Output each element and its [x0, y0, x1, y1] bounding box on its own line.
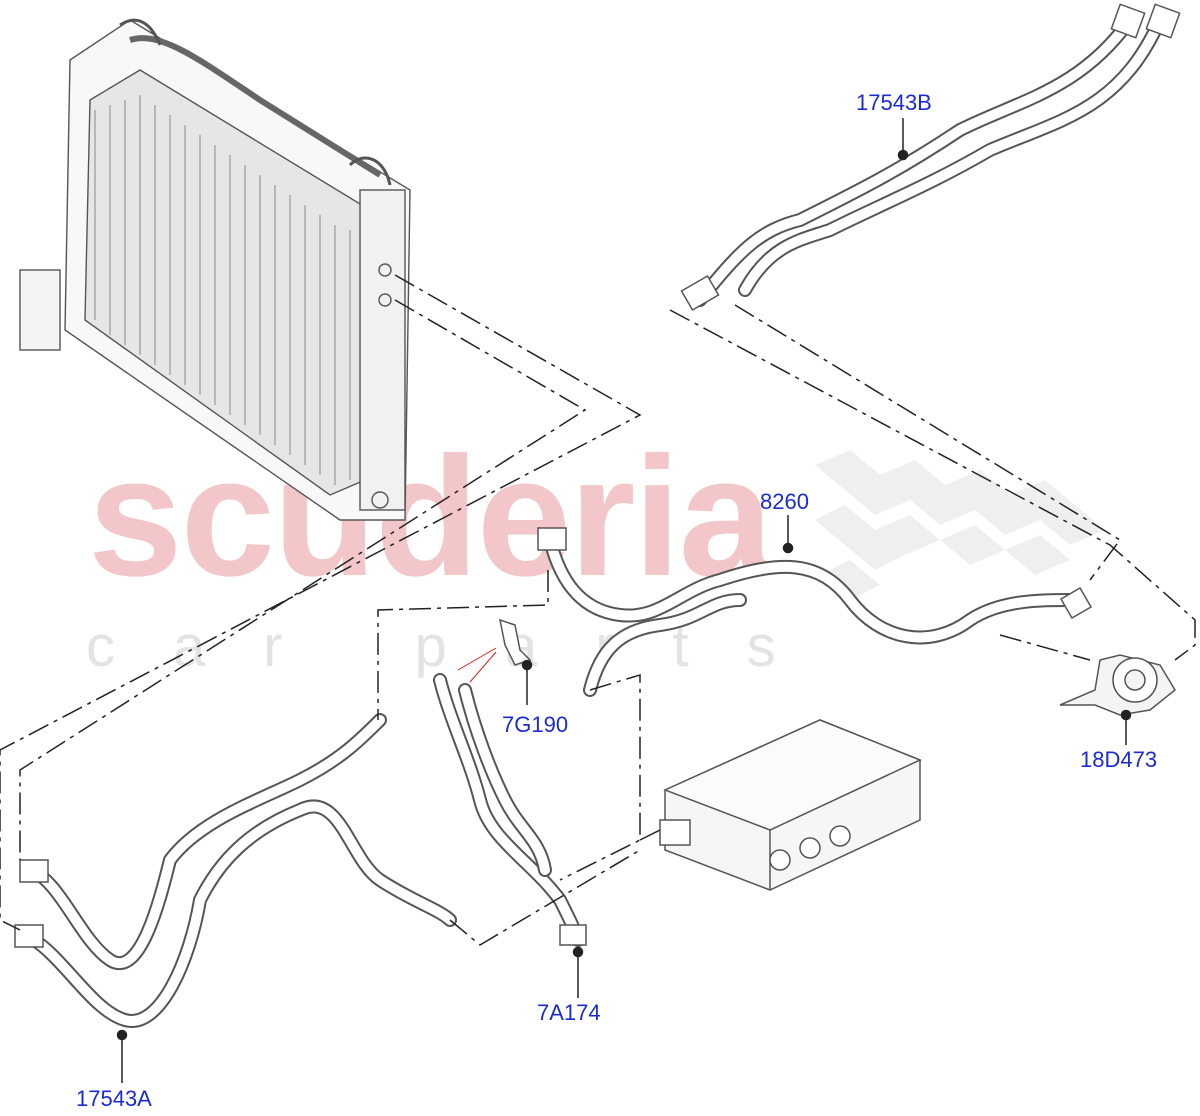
callout-17543B[interactable]: 17543B	[856, 90, 932, 115]
callout-18D473[interactable]: 18D473	[1080, 747, 1158, 772]
hose-17543B	[680, 3, 1181, 312]
watermark-brand: scuderia	[88, 422, 773, 612]
callout-17543A[interactable]: 17543A	[76, 1086, 152, 1111]
hose-8260	[537, 527, 1093, 697]
hose-17543A	[14, 713, 457, 1028]
callout-leaders	[116, 118, 1132, 1083]
callout-7A174[interactable]: 7A174	[537, 1000, 601, 1025]
radiator-assembly	[19, 18, 411, 521]
callout-8260[interactable]: 8260	[760, 489, 809, 514]
power-module	[659, 719, 922, 891]
phantom-lines	[0, 274, 1196, 946]
bracket-7G190	[457, 618, 532, 683]
pump-18D473	[1059, 654, 1176, 716]
hose-7A174	[433, 673, 587, 947]
checker-flag-watermark	[815, 450, 1105, 600]
callout-7G190[interactable]: 7G190	[502, 712, 569, 737]
